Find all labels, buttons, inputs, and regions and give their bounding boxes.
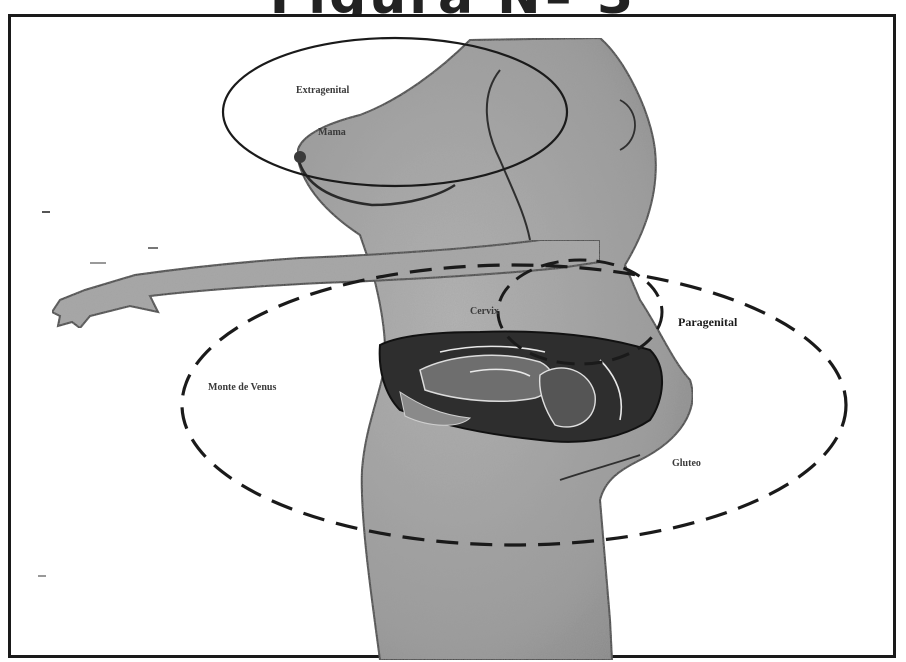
label-gluteo: Gluteo: [672, 458, 701, 469]
label-mama: Mama: [318, 127, 346, 138]
label-monte-venus: Monte de Venus: [208, 382, 276, 393]
pelvic-organ-1: [420, 355, 553, 401]
label-extragenital: Extragenital: [296, 85, 350, 96]
label-paragenital: Paragenital: [678, 315, 738, 329]
label-cervix: Cervix: [470, 306, 499, 317]
nipple: [294, 151, 306, 163]
